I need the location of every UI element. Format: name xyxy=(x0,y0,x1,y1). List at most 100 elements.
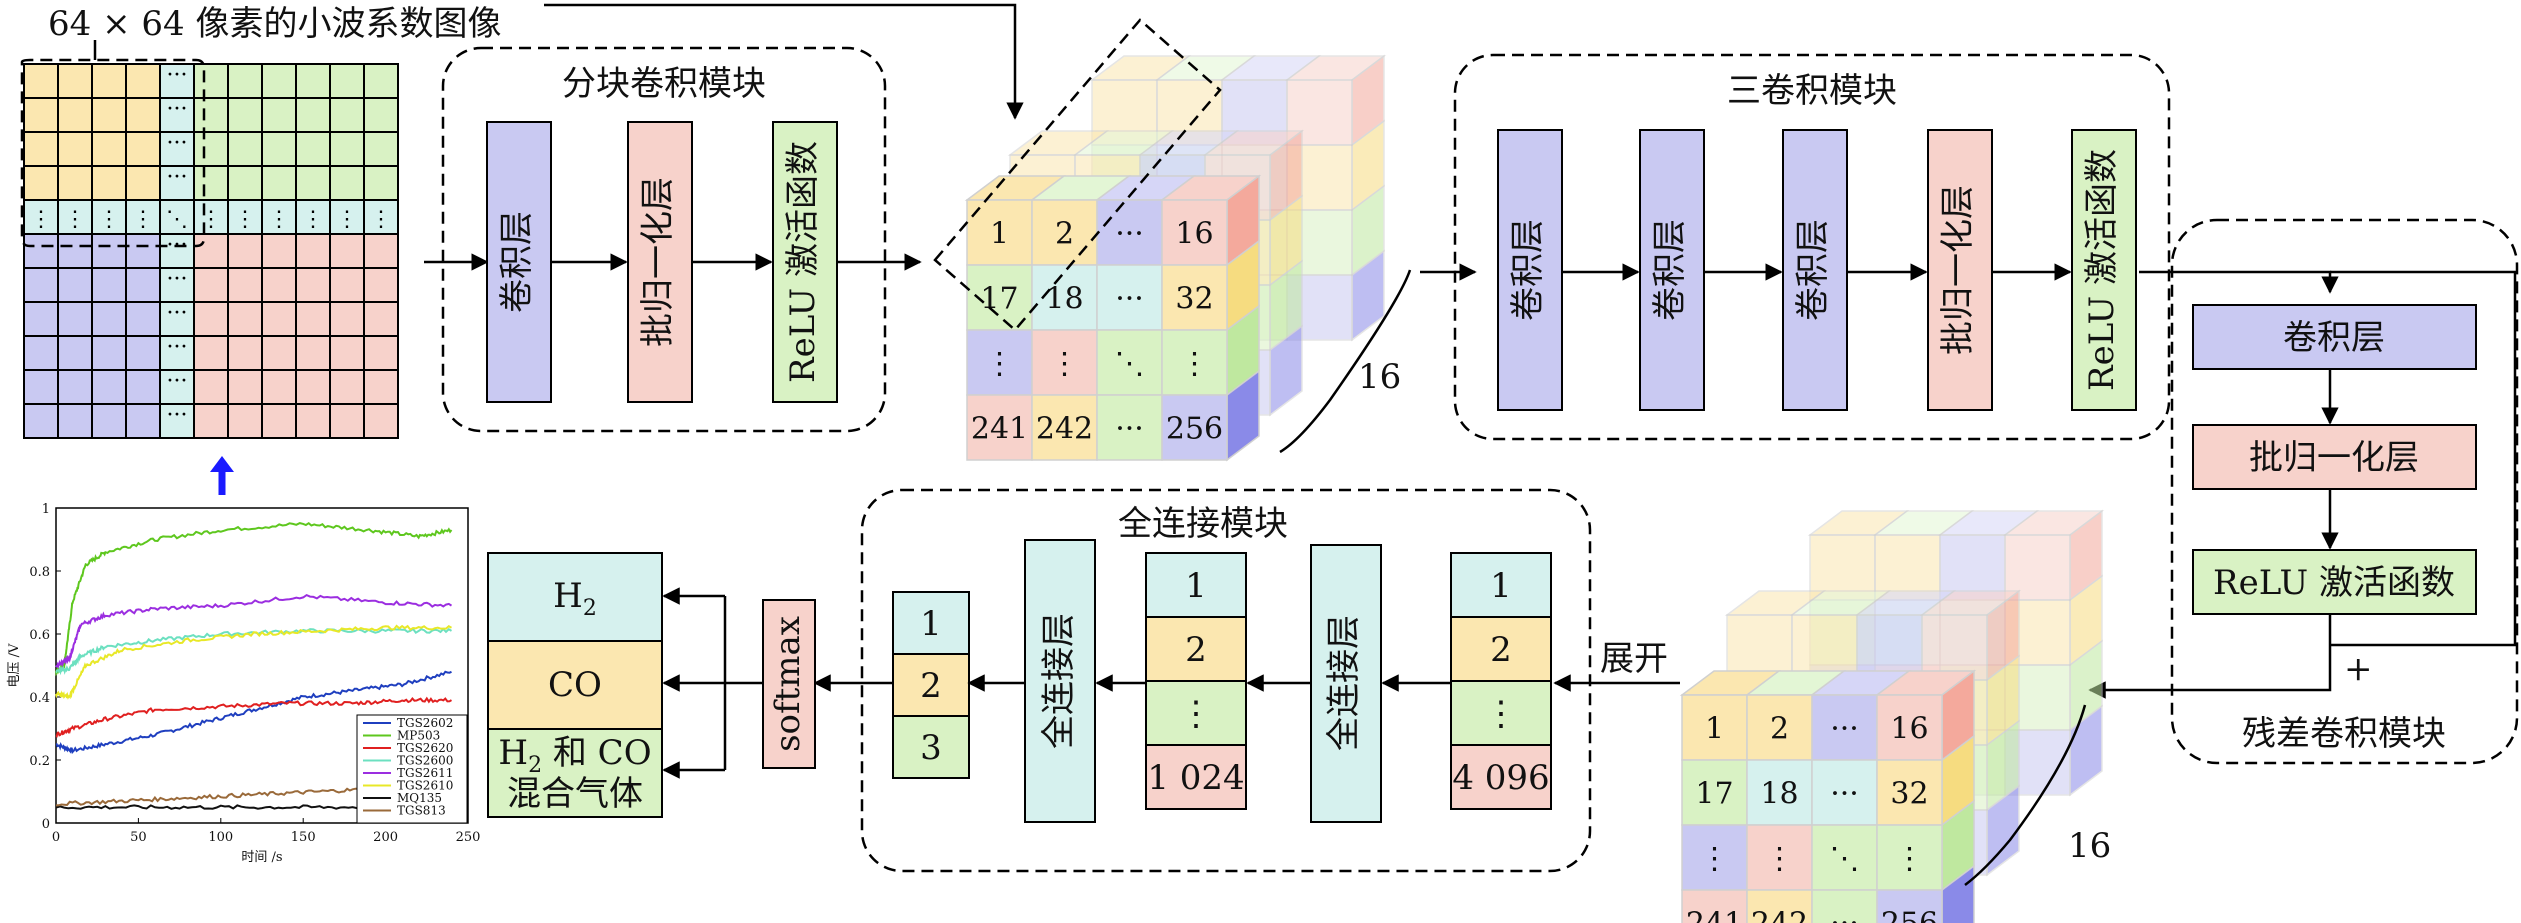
grid-cell xyxy=(125,199,161,235)
grid-cell xyxy=(261,301,297,337)
vector-element: 2 xyxy=(1185,630,1207,670)
output-h2: H2 xyxy=(487,552,663,642)
grid-cell xyxy=(329,267,365,303)
grid-cell xyxy=(363,131,399,167)
grid-cell xyxy=(125,369,161,405)
grid-cell xyxy=(363,233,399,269)
y-tick-label: 0.6 xyxy=(29,628,50,643)
grid-cell xyxy=(227,403,263,439)
grid-cell xyxy=(227,335,263,371)
output-mixture: H2 和 CO 混合气体 xyxy=(487,728,663,818)
grid-cell xyxy=(91,233,127,269)
block-conv-layer-3: ReLU 激活函数 xyxy=(772,121,838,403)
grid-cell xyxy=(295,403,331,439)
grid-cell xyxy=(295,63,331,99)
cube-cell-label: 16 xyxy=(1175,217,1213,252)
grid-cell xyxy=(91,403,127,439)
svg-text:混合气体: 混合气体 xyxy=(507,774,643,814)
grid-cell xyxy=(23,369,59,405)
legend-label: TGS2602 xyxy=(397,716,453,730)
grid-cell xyxy=(159,335,195,371)
cube2-depth-label: 16 xyxy=(2068,826,2111,866)
grid-cell xyxy=(23,165,59,201)
x-tick-label: 100 xyxy=(208,830,233,845)
grid-cell xyxy=(125,301,161,337)
svg-text:卷积层: 卷积层 xyxy=(1793,219,1833,321)
grid-cell xyxy=(363,369,399,405)
grid-cell xyxy=(261,233,297,269)
vector-1024: 12⋮1 024 xyxy=(1145,552,1247,810)
fc-layer-2: 全连接层 xyxy=(1310,544,1382,823)
svg-text:softmax: softmax xyxy=(768,616,808,752)
svg-text:H2: H2 xyxy=(553,576,597,621)
grid-cell xyxy=(227,131,263,167)
grid-cell xyxy=(295,369,331,405)
cube1-depth-label: 16 xyxy=(1358,357,1401,397)
svg-text:⋮: ⋮ xyxy=(30,207,52,232)
triple-conv-layer-3: 卷积层 xyxy=(1782,129,1848,411)
chart-to-grid-arrowhead xyxy=(210,456,234,472)
cube-cell-label: ⋮ xyxy=(1180,347,1210,382)
grid-cell xyxy=(125,335,161,371)
svg-text:⋮: ⋮ xyxy=(132,207,154,232)
grid-cell xyxy=(57,403,93,439)
grid-cell xyxy=(363,165,399,201)
grid-cell xyxy=(193,63,229,99)
cube-cell-label: 1 xyxy=(1705,712,1724,747)
vector-3: 123 xyxy=(892,591,970,779)
cube-cell-label: ⋮ xyxy=(1895,842,1925,877)
grid-cell xyxy=(125,63,161,99)
grid-cell xyxy=(23,335,59,371)
x-tick-label: 50 xyxy=(130,830,147,845)
grid-cell xyxy=(261,131,297,167)
cube-cell-label: ⋱ xyxy=(1115,347,1145,382)
vector-element: 1 024 xyxy=(1147,758,1244,798)
svg-text:卷积层: 卷积层 xyxy=(497,211,537,313)
residual-layer-2: 批归一化层 xyxy=(2192,424,2477,490)
svg-text:⋮: ⋮ xyxy=(98,207,120,232)
svg-text:全连接层: 全连接层 xyxy=(1324,615,1364,751)
legend-label: TGS813 xyxy=(397,804,446,818)
grid-cell xyxy=(329,63,365,99)
output-co: CO xyxy=(487,640,663,730)
cube-cell-label: 241 xyxy=(971,412,1028,447)
cube1-selection-outline xyxy=(933,18,1222,332)
grid-cell xyxy=(261,369,297,405)
cube-cell-label: 17 xyxy=(980,282,1018,317)
cube-cell-label: ⋮ xyxy=(985,347,1015,382)
legend-label: TGS2611 xyxy=(397,766,453,780)
svg-text:···: ··· xyxy=(167,301,188,326)
block-conv-module-border xyxy=(441,46,887,433)
grid-cell xyxy=(23,97,59,133)
cube-cell-label: 17 xyxy=(1695,777,1733,812)
grid-cell xyxy=(125,233,161,269)
grid-cell xyxy=(193,165,229,201)
grid-cell xyxy=(125,267,161,303)
cube-cell-label: 256 xyxy=(1166,412,1223,447)
cube-cell-label: 2 xyxy=(1770,712,1789,747)
grid-cell xyxy=(23,301,59,337)
grid-cell xyxy=(91,335,127,371)
y-tick-label: 0.8 xyxy=(29,565,50,580)
grid-cell xyxy=(193,369,229,405)
wavelet-coefficient-grid: ············⋮⋮⋮⋮⋱⋮⋮⋮⋮⋮⋮·················… xyxy=(23,63,399,439)
grid-cell xyxy=(193,403,229,439)
y-axis-label: 电压 /V xyxy=(7,643,22,688)
cube-cell-label: 242 xyxy=(1036,412,1093,447)
grid-cell xyxy=(363,267,399,303)
cube-cell-label: ··· xyxy=(1830,777,1859,812)
residual-layer-3: ReLU 激活函数 xyxy=(2192,549,2477,615)
grid-cell xyxy=(57,165,93,201)
grid-cell xyxy=(125,131,161,167)
cube-cell-label: ⋮ xyxy=(1700,842,1730,877)
chart-legend xyxy=(356,714,468,824)
block-conv-title: 分块卷积模块 xyxy=(562,64,766,104)
block-conv-layer-1: 卷积层 xyxy=(486,121,552,403)
legend-label: MQ135 xyxy=(397,791,442,805)
cube-cell-label: 18 xyxy=(1760,777,1798,812)
svg-text:⋮: ⋮ xyxy=(234,207,256,232)
triple-conv-layer-4: 批归一化层 xyxy=(1927,129,1993,411)
